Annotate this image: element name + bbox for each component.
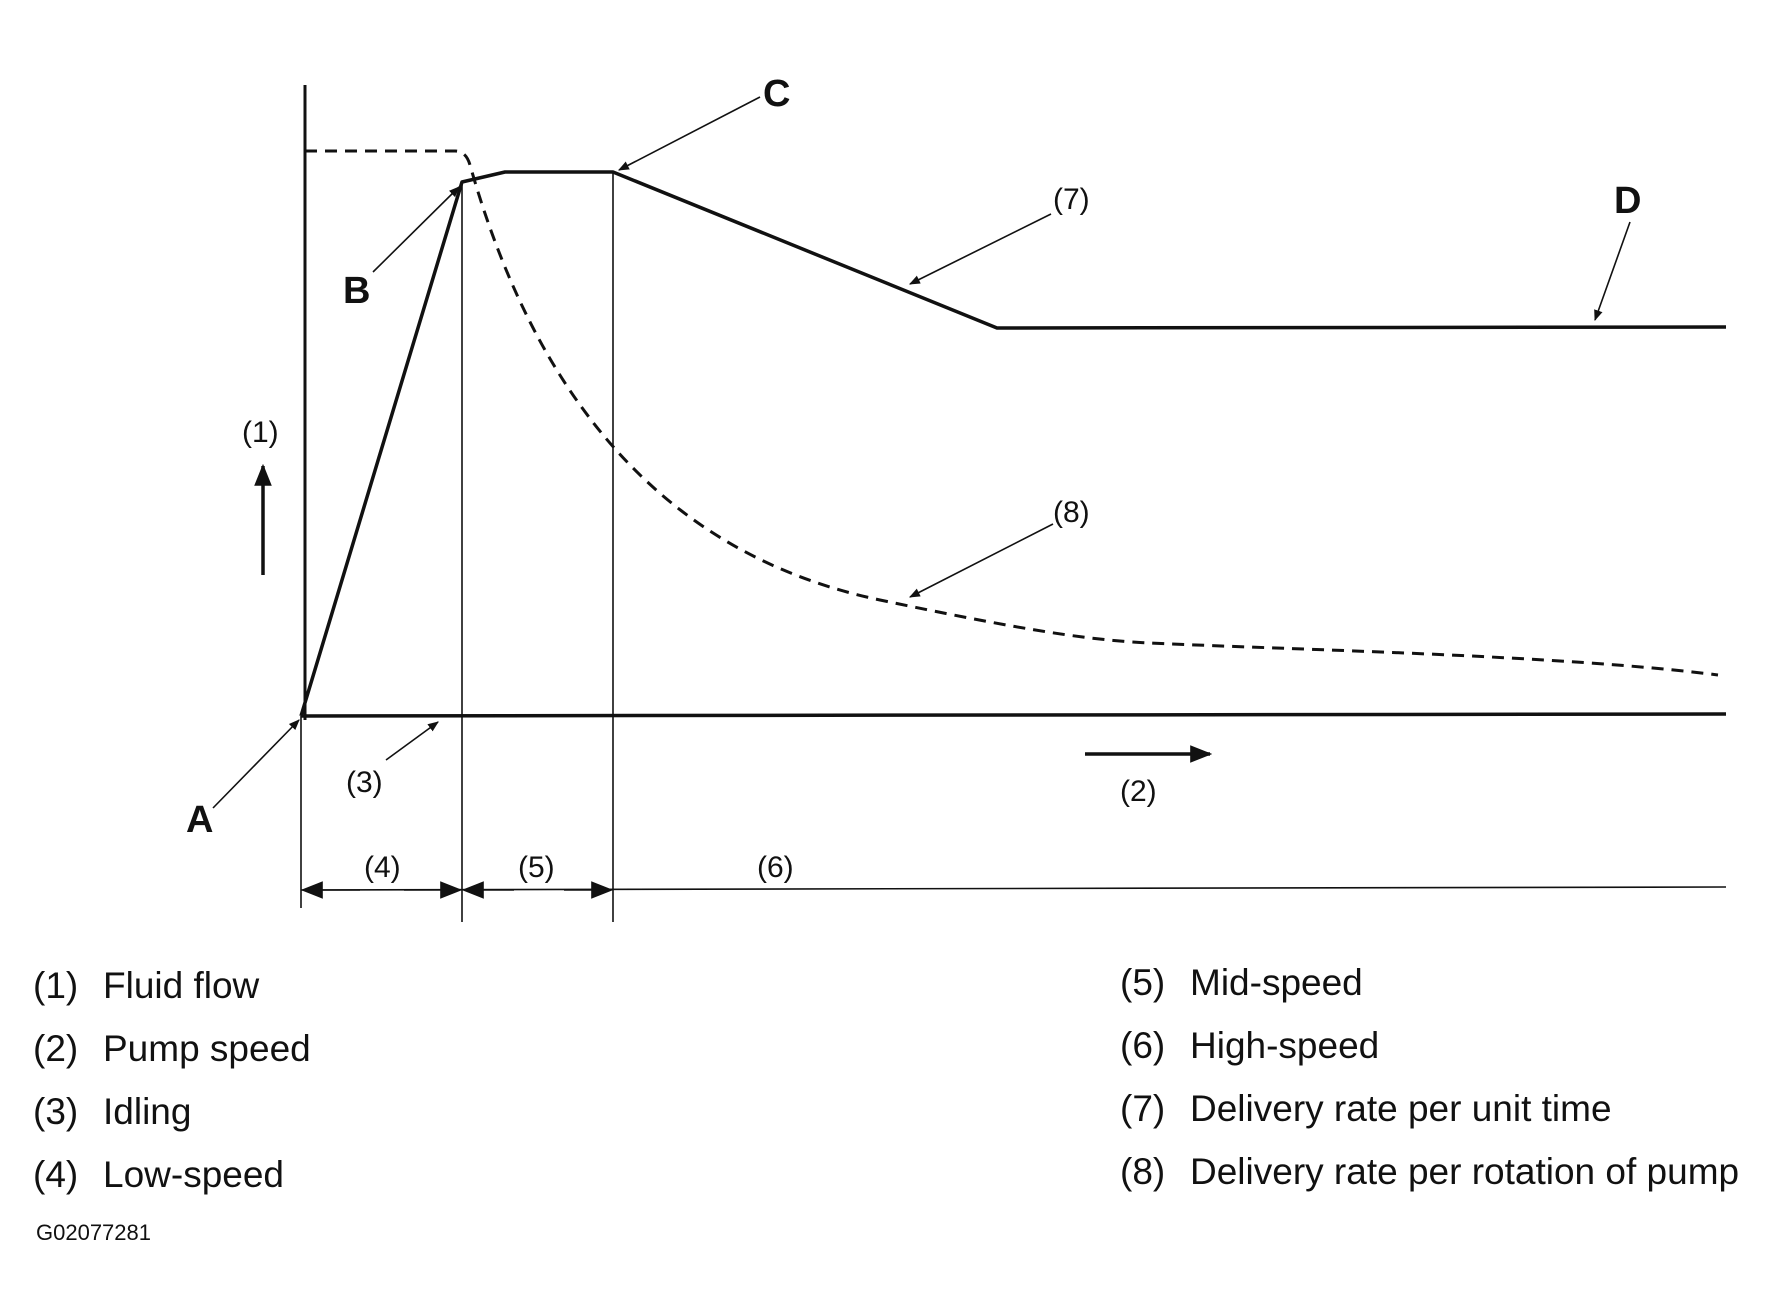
legend-item: (3) Idling: [33, 1093, 311, 1156]
callout-3: (3): [346, 766, 383, 799]
legend-number: (3): [33, 1091, 79, 1132]
baseline-axis-line: [300, 712, 1727, 718]
callout-2: (2): [1120, 775, 1157, 808]
curve-delivery-rate-per-rotation: [305, 149, 1719, 677]
leader-b: [372, 186, 460, 273]
legend-item: (5) Mid-speed: [1120, 964, 1739, 1027]
legend-number: (2): [33, 1028, 79, 1069]
callout-7: (7): [1053, 183, 1090, 216]
legend-text: Mid-speed: [1190, 962, 1363, 1003]
callout-5: (5): [518, 851, 555, 884]
legend-text: Low-speed: [103, 1154, 285, 1195]
leader-8: [909, 523, 1054, 598]
point-label-c: C: [763, 73, 790, 115]
legend-number: (8): [1120, 1151, 1166, 1192]
legend-item: (1) Fluid flow: [33, 967, 311, 1030]
legend-text: Delivery rate per rotation of pump: [1190, 1151, 1740, 1192]
curve-delivery-rate-per-unit-time: [299, 170, 1727, 717]
point-label-b: B: [343, 270, 370, 312]
legend-item: (2) Pump speed: [33, 1030, 311, 1093]
legend-number: (7): [1120, 1088, 1166, 1129]
legend-item: (6) High-speed: [1120, 1027, 1739, 1090]
figure-id: G02077281: [36, 1220, 151, 1245]
point-label-d: D: [1614, 180, 1641, 222]
leader-3: [385, 721, 439, 761]
legend-text: Delivery rate per unit time: [1190, 1088, 1612, 1129]
legend-right-column: (5) Mid-speed (6) High-speed (7) Delivery r…: [1120, 964, 1739, 1216]
leader-7: [909, 213, 1052, 285]
legend-item: (8) Delivery rate per rotation of pump: [1120, 1153, 1739, 1216]
legend-item: (4) Low-speed: [33, 1156, 311, 1219]
leader-c: [618, 96, 761, 171]
leader-a: [212, 719, 300, 809]
legend-text: Pump speed: [103, 1028, 311, 1069]
point-label-a: A: [186, 799, 213, 841]
callout-1: (1): [242, 416, 279, 449]
range-dimension-line: [300, 886, 1727, 891]
legend-text: Fluid flow: [103, 965, 260, 1006]
legend-text: High-speed: [1190, 1025, 1380, 1066]
callout-8: (8): [1053, 496, 1090, 529]
legend-item: (7) Delivery rate per unit time: [1120, 1090, 1739, 1153]
legend-number: (1): [33, 965, 79, 1006]
legend-number: (6): [1120, 1025, 1166, 1066]
legend-left-column: (1) Fluid flow (2) Pump speed (3) Idling (4…: [33, 967, 311, 1219]
leader-d: [1594, 221, 1631, 322]
legend-text: Idling: [103, 1091, 192, 1132]
legend-number: (5): [1120, 962, 1166, 1003]
legend-number: (4): [33, 1154, 79, 1195]
callout-6: (6): [757, 851, 794, 884]
callout-4: (4): [364, 851, 401, 884]
